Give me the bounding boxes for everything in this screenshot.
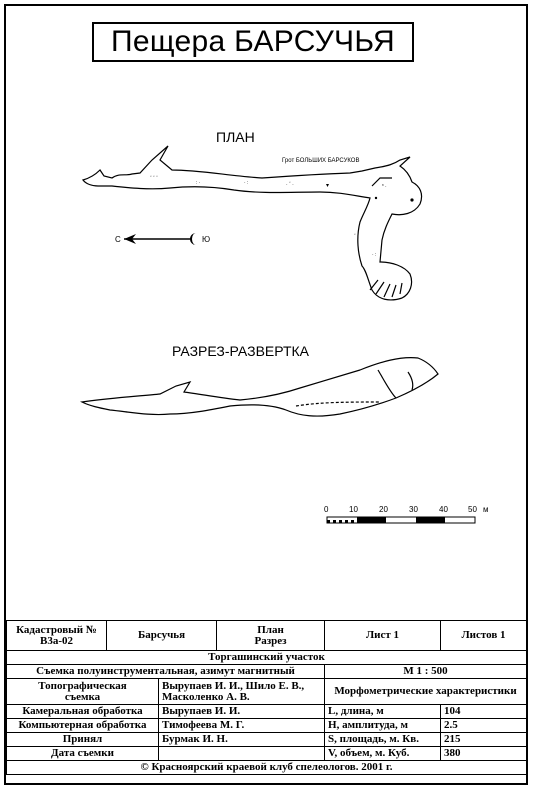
scale-tick-40: 40	[439, 505, 448, 514]
page-title-text: Пещера БАРСУЧЬЯ	[111, 25, 395, 58]
scale-tick-50: 50	[468, 505, 477, 514]
views-section: Разрез	[254, 634, 287, 647]
length-value-cell: 104	[440, 704, 528, 719]
scale-unit: м	[483, 505, 489, 514]
scale-tick-20: 20	[379, 505, 388, 514]
svg-text:· :: · :	[244, 180, 248, 186]
grotto-label: Грот БОЛЬШИХ БАРСУКОВ	[282, 158, 359, 164]
accepted-label-cell: Принял	[6, 732, 159, 747]
plan-marks: ˇ ˇ ˇ : · · : · ˇ · ˇ · : ˟ ·	[150, 176, 414, 258]
svg-text:· :: · :	[372, 252, 376, 258]
cave-name-cell: Барсучья	[105, 620, 218, 651]
sheet-frame	[4, 4, 528, 785]
scale-cell: М 1 : 500	[324, 664, 528, 679]
cadastral-label: Кадастровый №	[16, 623, 97, 636]
morph-header-cell: Морфометрические характеристики	[324, 678, 528, 705]
svg-text:: ·: : ·	[196, 180, 201, 186]
sheets-total-cell: Листов 1	[440, 620, 528, 651]
scale-tick-10: 10	[349, 505, 358, 514]
topo-value-2: Масколенко А. В.	[162, 690, 250, 703]
area-value-cell: 215	[440, 732, 528, 747]
svg-text:˟ ·: ˟ ·	[382, 183, 387, 190]
scale-bar: 0 10 20 30 40 50 м	[324, 505, 489, 524]
section-label: РАЗРЕЗ-РАЗВЕРТКА	[172, 343, 310, 359]
topo-label-2: съемка	[64, 690, 101, 703]
moon-icon	[190, 233, 196, 245]
area-cell: Торгашинский участок	[5, 650, 528, 665]
amplitude-label-cell: H, амплитуда, м	[324, 718, 442, 733]
volume-label-cell: V, объем, м. Куб.	[324, 746, 442, 761]
amplitude-value-cell: 2.5	[440, 718, 528, 733]
compass: С Ю	[115, 233, 210, 245]
cadastral-value: B3a-02	[40, 634, 73, 647]
svg-text:· ˇ ·: · ˇ ·	[286, 182, 294, 188]
camera-value-cell: Вырупаев И. И.	[157, 704, 326, 719]
section-outline	[80, 357, 439, 417]
computer-label-cell: Компьютерная обработка	[6, 718, 159, 733]
sheet-cell: Лист 1	[324, 620, 442, 651]
compass-south-label: Ю	[202, 235, 210, 244]
volume-value-cell: 380	[440, 746, 528, 761]
cave-map: ПЛАН Грот БОЛЬШИХ БАРСУКОВ ˇ ˇ ˇ : · · :…	[80, 129, 489, 524]
copyright-cell: © Красноярский краевой клуб спелеологов.…	[5, 760, 528, 775]
topo-label-1: Топографическая	[38, 679, 127, 692]
views-plan: План	[257, 623, 284, 636]
date-value-cell	[157, 746, 326, 761]
length-label-cell: L, длина, м	[324, 704, 442, 719]
date-label-cell: Дата съемки	[6, 746, 159, 761]
camera-label-cell: Камеральная обработка	[6, 704, 159, 719]
topo-value-cell: Вырупаев И. И., Шило Е. В.,Масколенко А.…	[157, 678, 326, 705]
accepted-value-cell: Бурмак И. Н.	[157, 732, 326, 747]
compass-north-label: С	[115, 235, 121, 244]
arrow-left-icon	[124, 234, 136, 244]
svg-text:ˇ ˇ ˇ: ˇ ˇ ˇ	[150, 176, 158, 182]
computer-value-cell: Тимофеева М. Г.	[157, 718, 326, 733]
plan-label: ПЛАН	[216, 129, 255, 145]
area-label-cell: S, площадь, м. Кв.	[324, 732, 442, 747]
page-title: Пещера БАРСУЧЬЯ	[92, 22, 414, 62]
survey-type-cell: Съемка полуинструментальная, азимут магн…	[5, 664, 326, 679]
topo-value-1: Вырупаев И. И., Шило Е. В.,	[162, 679, 305, 692]
svg-text:ˇ: ˇ	[354, 234, 356, 240]
plan-outline	[81, 145, 423, 301]
scale-tick-30: 30	[409, 505, 418, 514]
scale-tick-0: 0	[324, 505, 329, 514]
